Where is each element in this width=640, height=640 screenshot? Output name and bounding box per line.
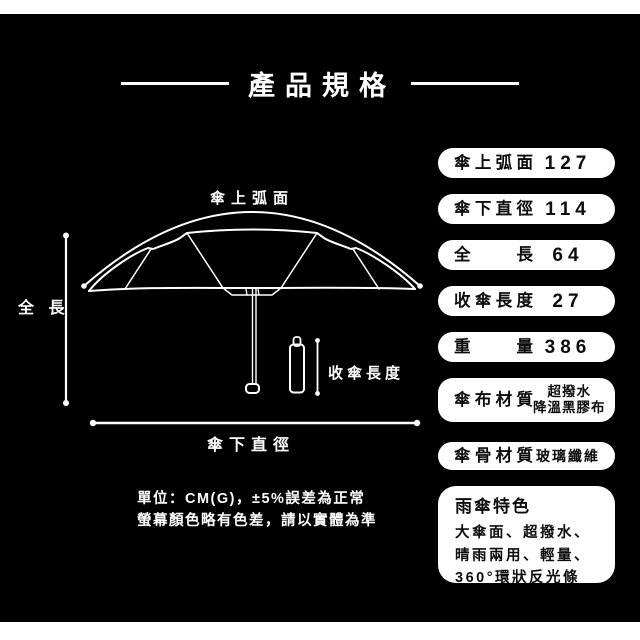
- spec-label: 重量: [454, 337, 533, 356]
- title-right-rule: [411, 82, 519, 85]
- feature-box: 雨傘特色 大傘面、超撥水、 晴雨兩用、輕量、 360°環狀反光條: [438, 486, 615, 586]
- spec-label: 傘上弧面: [454, 153, 533, 172]
- spec-value: 玻璃纖維: [536, 448, 600, 464]
- spec-value: 64: [552, 244, 584, 266]
- spec-value-line2: 降溫黑膠布: [533, 400, 606, 415]
- feature-lines: 大傘面、超撥水、 晴雨兩用、輕量、 360°環狀反光條: [455, 522, 601, 590]
- spec-label: 傘布材質: [454, 390, 533, 409]
- spec-row-diameter: 傘下直徑 114: [438, 194, 615, 224]
- spec-value: 386: [544, 336, 592, 358]
- spec-row-rib-material: 傘骨材質 玻璃纖維: [438, 442, 615, 470]
- spec-row-top-arc: 傘上弧面 127: [438, 148, 615, 178]
- feature-line-1: 大傘面、超撥水、: [455, 525, 591, 541]
- spec-label: 全長: [454, 245, 533, 264]
- spec-row-weight: 重量 386: [438, 332, 615, 362]
- feature-title: 雨傘特色: [455, 497, 531, 516]
- unit-note-line1: 單位：CM(G)，±5%誤差為正常: [137, 491, 366, 507]
- label-top-arc: 傘上弧面: [210, 190, 295, 207]
- spec-table: 傘上弧面 127 傘下直徑 114 全長 64 收傘長度 27 重量 386 傘…: [438, 148, 615, 586]
- label-folded-length: 收傘長度: [328, 365, 405, 382]
- spec-label: 傘下直徑: [454, 199, 533, 218]
- spec-row-folded-length: 收傘長度 27: [438, 286, 615, 316]
- feature-line-2: 晴雨兩用、輕量、: [455, 547, 591, 564]
- label-full-length: 全 長: [18, 300, 70, 317]
- unit-note: 單位：CM(G)，±5%誤差為正常 螢幕顏色略有色差，請以實體為準: [137, 488, 377, 532]
- spec-row-canopy-material: 傘布材質 超撥水 降溫黑膠布: [438, 378, 615, 422]
- spec-value: 127: [544, 152, 592, 174]
- title-left-rule: [121, 82, 229, 85]
- spec-row-full-length: 全長 64: [438, 240, 615, 270]
- spec-value: 27: [552, 290, 584, 312]
- spec-value: 114: [545, 198, 591, 220]
- spec-label: 傘骨材質: [454, 446, 533, 465]
- unit-note-line2: 螢幕顏色略有色差，請以實體為準: [137, 513, 377, 529]
- label-diameter: 傘下直徑: [207, 437, 296, 454]
- page-title-row: 產品規格: [0, 64, 640, 103]
- page-title: 產品規格: [248, 71, 396, 101]
- feature-line-3: 360°環狀反光條: [455, 570, 580, 586]
- spec-label: 收傘長度: [454, 291, 533, 310]
- spec-value-line1: 超撥水: [547, 384, 591, 399]
- spec-value: 超撥水 降溫黑膠布: [533, 384, 606, 416]
